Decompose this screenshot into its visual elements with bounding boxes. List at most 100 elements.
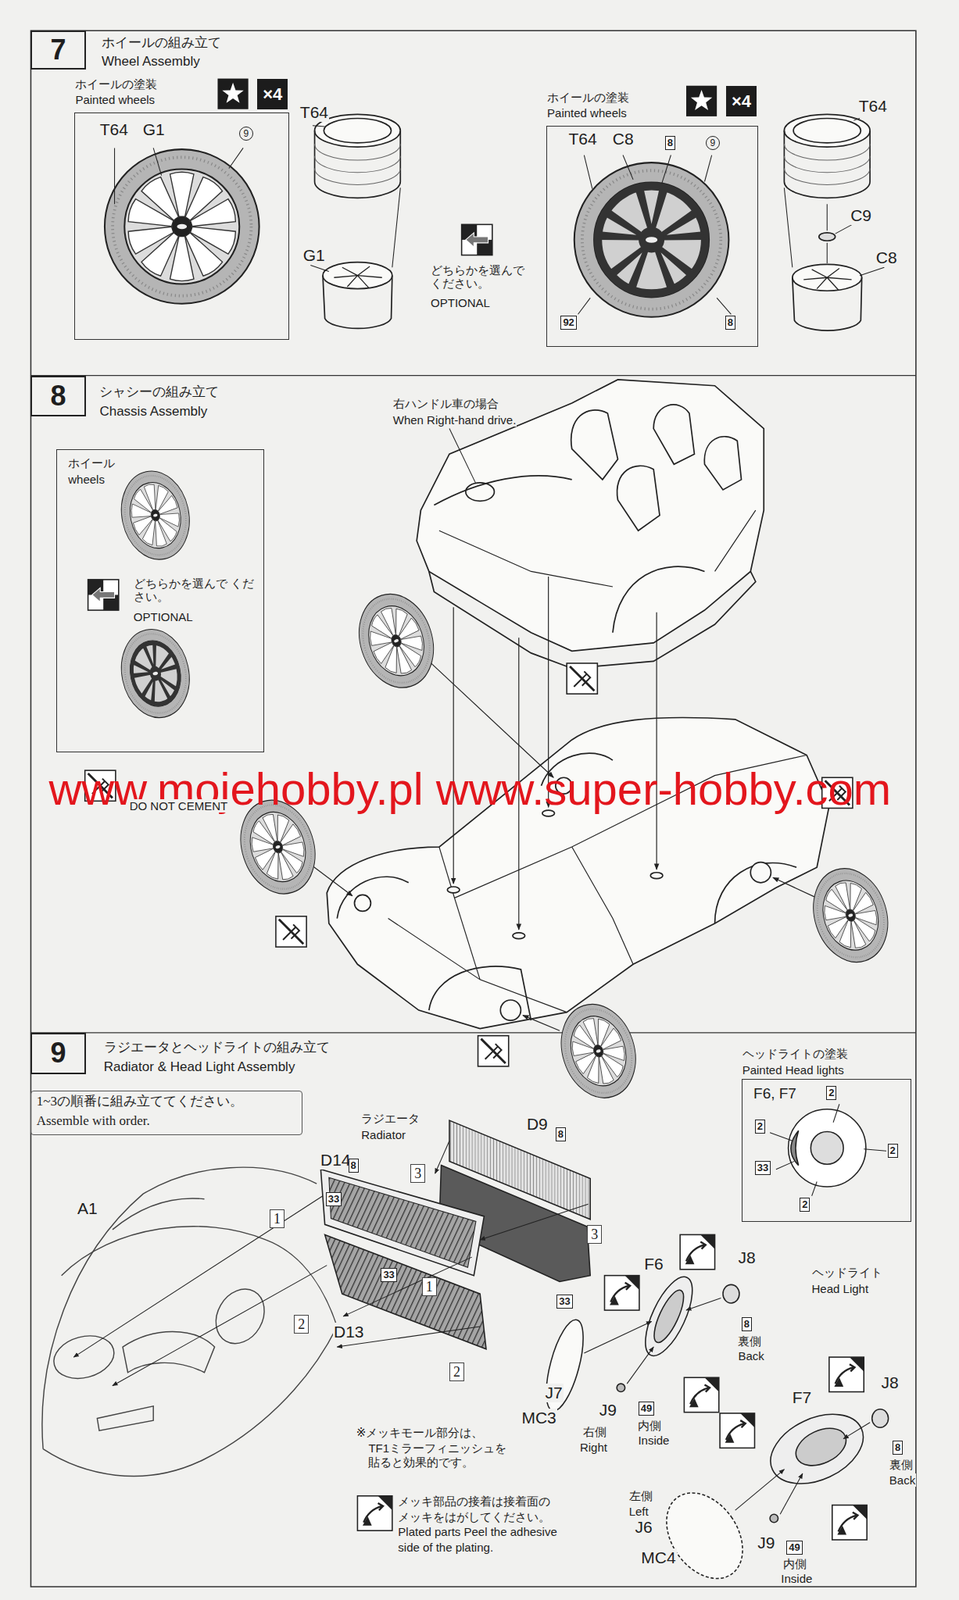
part-code: F7 xyxy=(791,1388,813,1408)
step-order-number: 3 xyxy=(586,1225,602,1245)
note-text: 右側 xyxy=(582,1425,608,1439)
node-text: Painted wheels xyxy=(547,106,627,120)
note-text: どちらかを選んで ください。 xyxy=(429,263,539,291)
note-text: 内側 xyxy=(782,1557,808,1571)
note-text: When Right-hand drive. xyxy=(392,413,518,427)
drawing-part xyxy=(104,149,260,305)
color-code: 8 xyxy=(725,315,736,330)
drawing-part xyxy=(354,894,372,912)
node-text: 8 xyxy=(32,377,85,416)
color-code: 33 xyxy=(556,1295,573,1310)
step-order-number: 3 xyxy=(410,1164,426,1184)
drawing-part xyxy=(314,143,401,185)
part-code: A1 xyxy=(76,1199,99,1219)
wheel-option-box: ホイールwheelsどちらかを選んで ください。OPTIONAL xyxy=(56,449,265,753)
part-code: MC3 xyxy=(520,1409,557,1428)
quantity-badge: ×4 xyxy=(257,78,288,110)
drawing-part xyxy=(88,579,119,611)
drawing-part xyxy=(769,1514,778,1523)
drawing-part xyxy=(500,1000,521,1021)
drawing-part xyxy=(314,130,401,198)
note-text: Plated parts Peel the adhesive xyxy=(397,1525,558,1539)
drawing-part xyxy=(275,916,307,948)
drawing-part xyxy=(392,187,401,268)
drawing-part xyxy=(704,436,741,491)
drawing-part xyxy=(574,162,730,318)
drawing-part xyxy=(829,1357,864,1392)
drawing-part xyxy=(314,114,871,331)
part-code: C9 xyxy=(849,206,873,226)
drawing-part xyxy=(333,266,382,288)
note-text: 裏側 xyxy=(888,1458,914,1472)
drawing-part xyxy=(122,1331,215,1373)
note-text: メッキをはがしてください。 xyxy=(397,1510,552,1525)
drawing-part xyxy=(566,663,598,695)
color-code: 49 xyxy=(786,1541,802,1556)
node-text: ホイールの塗装 xyxy=(75,77,158,91)
drawing-part xyxy=(648,1287,690,1347)
drawing-part xyxy=(343,1257,473,1317)
drawing-part xyxy=(435,1141,450,1174)
part-code: J7 xyxy=(543,1384,563,1403)
drawing-part xyxy=(323,118,391,144)
step-order-number: 2 xyxy=(449,1363,465,1382)
drawing-part xyxy=(538,1316,591,1416)
drawing-part xyxy=(686,1298,721,1311)
drawing-part xyxy=(538,1270,888,1594)
note-text: Radiator xyxy=(360,1128,407,1142)
drawing-part xyxy=(578,155,732,315)
drawing-part xyxy=(433,475,572,506)
drawing-part xyxy=(872,1409,889,1429)
color-code: 2 xyxy=(799,1198,810,1213)
color-code: 8 xyxy=(665,135,676,151)
drawing-part xyxy=(651,1479,759,1594)
note-text: OPTIONAL xyxy=(429,296,491,310)
note-text: ラジエータ xyxy=(360,1112,421,1126)
drawing-part xyxy=(656,612,658,870)
drawing-part xyxy=(112,1266,327,1387)
drawing-part xyxy=(522,1016,560,1032)
part-code: J6 xyxy=(633,1518,653,1538)
color-code: 33 xyxy=(325,1192,342,1207)
drawing-part xyxy=(769,1104,887,1197)
color-code: 2 xyxy=(755,1120,766,1135)
note-text: Back xyxy=(888,1474,917,1488)
note-text: TF1ミラーフィニッシュを xyxy=(367,1442,508,1456)
part-code: T64 xyxy=(858,96,888,116)
note-text: 右ハンドル車の場合 xyxy=(392,397,500,411)
node-text: ホイールの組み立て xyxy=(101,35,222,51)
color-code: 8 xyxy=(741,1317,752,1332)
drawing-part xyxy=(792,264,863,291)
drawing-part xyxy=(478,1036,509,1067)
drawing-part xyxy=(347,584,446,698)
node-text: 9 xyxy=(32,1034,85,1073)
part-code: C8 xyxy=(611,129,635,149)
color-code: 33 xyxy=(755,1161,771,1176)
part-code: J9 xyxy=(756,1534,776,1554)
drawing-part xyxy=(114,147,244,204)
color-code: 2 xyxy=(826,1086,837,1101)
drawing-part xyxy=(465,483,495,502)
drawing-part xyxy=(810,1131,844,1165)
part-code: T64 xyxy=(568,129,598,149)
note-text: メッキ部品の接着は接着面の xyxy=(397,1495,552,1509)
part-code: D9 xyxy=(526,1115,549,1135)
part-code: G1 xyxy=(142,120,166,140)
drawing-part xyxy=(790,1130,799,1166)
drawing-part xyxy=(769,1104,887,1197)
drawing-part xyxy=(783,130,870,198)
drawing-part xyxy=(206,1281,274,1353)
part-code: J9 xyxy=(598,1401,618,1421)
drawing-part xyxy=(42,1167,337,1477)
note-text: side of the plating. xyxy=(397,1541,494,1555)
note-text: 左側 xyxy=(628,1489,654,1503)
painted-wheel-box: ホイールの塗装Painted wheels xyxy=(74,112,289,340)
drawing-part xyxy=(772,877,817,899)
node-text: Assemble with order. xyxy=(36,1113,151,1130)
step-order-number: 1 xyxy=(269,1209,285,1229)
drawing-part xyxy=(429,571,756,669)
part-code: G1 xyxy=(302,246,326,265)
drawing-part xyxy=(357,1496,392,1532)
drawing-part xyxy=(750,862,771,884)
node-text: Radiator & Head Light Assembly xyxy=(103,1059,296,1076)
